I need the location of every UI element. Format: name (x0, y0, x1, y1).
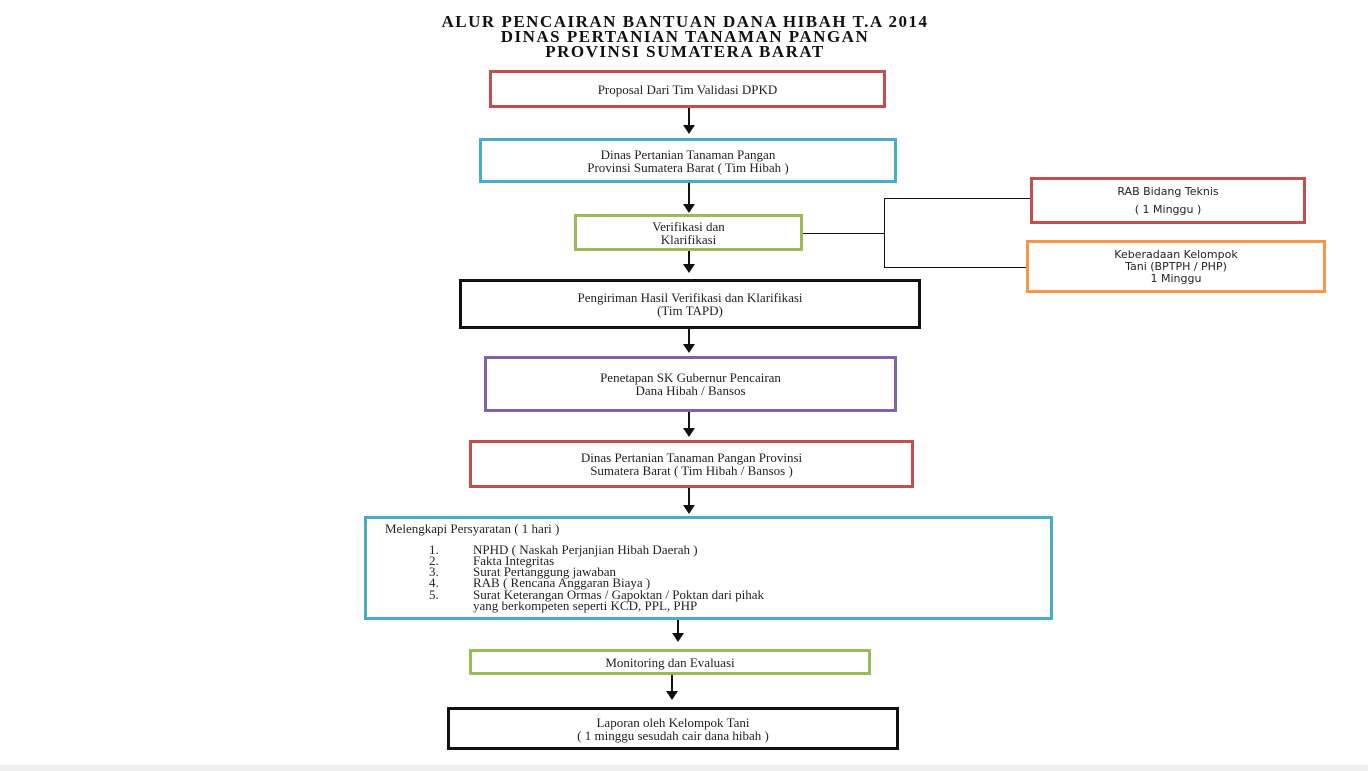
arrow-head (683, 204, 695, 213)
diagram-title-line-2: DINAS PERTANIAN TANAMAN PANGAN (500, 27, 870, 46)
requirement-item: 4. RAB ( Rencana Anggaran Biaya ) (429, 575, 651, 590)
arrow-head (683, 428, 695, 437)
arrow-head (683, 264, 695, 273)
step-label: ( 1 minggu sesudah cair dana hibah ) (577, 727, 769, 743)
step-label: Verifikasi dan (652, 218, 725, 234)
arrow-head (666, 691, 678, 700)
step-label: Monitoring dan Evaluasi (605, 654, 735, 670)
side-label: RAB Bidang Teknis (1117, 184, 1219, 198)
step-label: Proposal Dari Tim Validasi DPKD (597, 81, 778, 97)
step-penetapan-sk-box: Penetapan SK Gubernur Pencairan Dana Hib… (484, 356, 897, 412)
connector-line (803, 233, 885, 234)
side-rab-bidang-teknis-box: RAB Bidang Teknis ( 1 Minggu ) (1030, 177, 1306, 224)
arrow-shaft (688, 412, 690, 429)
step-dinas-tim-hibah-box: Dinas Pertanian Tanaman Pangan Provinsi … (479, 138, 897, 183)
arrow-shaft (677, 620, 679, 634)
step-dinas-tim-bansos-box: Dinas Pertanian Tanaman Pangan Provinsi … (469, 440, 914, 488)
arrow-shaft (688, 329, 690, 345)
bottom-edge-bar (0, 765, 1368, 771)
step-pengiriman-hasil-box: Pengiriman Hasil Verifikasi dan Klarifik… (459, 279, 921, 329)
step-label: Klarifikasi (660, 231, 717, 247)
requirement-text: Surat Pertanggung jawaban (473, 564, 616, 579)
connector-line (884, 267, 1027, 268)
arrow-shaft (688, 108, 690, 126)
requirement-text: NPHD ( Naskah Perjanjian Hibah Daerah ) (473, 542, 698, 557)
step-label: Sumatera Barat ( Tim Hibah / Bansos ) (590, 463, 793, 478)
requirement-text: Fakta Integritas (473, 553, 555, 568)
diagram-title-line-3: PROVINSI SUMATERA BARAT (545, 42, 825, 61)
step-label: Pengiriman Hasil Verifikasi dan Klarifik… (577, 290, 803, 305)
connector-bracket (884, 198, 885, 268)
step-label: Dinas Pertanian Tanaman Pangan Provinsi (580, 450, 803, 465)
arrow-head (672, 633, 684, 642)
diagram-title-line-1: ALUR PENCAIRAN BANTUAN DANA HIBAH T.A 20… (441, 12, 929, 31)
step-verifikasi-box: Verifikasi dan Klarifikasi (574, 214, 803, 251)
requirements-box: Melengkapi Persyaratan ( 1 hari ) 1. NPHD… (364, 516, 1053, 620)
requirement-number: 1. (429, 542, 439, 557)
step-label: Dinas Pertanian Tanaman Pangan (600, 146, 776, 162)
requirement-item: 1. NPHD ( Naskah Perjanjian Hibah Daerah … (429, 542, 698, 557)
arrow-shaft (688, 488, 690, 506)
requirements-heading: Melengkapi Persyaratan ( 1 hari ) (385, 521, 560, 536)
arrow-shaft (671, 675, 673, 692)
side-label: Keberadaan Kelompok (1114, 247, 1238, 261)
side-label: 1 Minggu (1150, 271, 1202, 285)
arrow-head (683, 344, 695, 353)
requirement-item: 5. Surat Keterangan Ormas / Gapoktan / Po… (429, 587, 764, 602)
step-label: Dana Hibah / Bansos (635, 383, 746, 398)
arrow-shaft (688, 251, 690, 265)
arrow-head (683, 505, 695, 514)
side-label: Tani (BPTPH / PHP) (1125, 259, 1227, 273)
arrow-shaft (688, 183, 690, 205)
step-label: (Tim TAPD) (657, 303, 723, 318)
requirement-item: 2. Fakta Integritas (429, 553, 555, 568)
step-label: Laporan oleh Kelompok Tani (596, 714, 750, 730)
step-label: Provinsi Sumatera Barat ( Tim Hibah ) (587, 159, 789, 175)
arrow-head (683, 125, 695, 134)
requirement-number: 5. (429, 587, 439, 602)
step-laporan-box: Laporan oleh Kelompok Tani ( 1 minggu se… (447, 707, 899, 750)
requirement-number: 4. (429, 575, 439, 590)
requirement-item: 3. Surat Pertanggung jawaban (429, 564, 616, 579)
connector-line (884, 198, 1031, 199)
requirement-text: RAB ( Rencana Anggaran Biaya ) (473, 575, 651, 590)
requirement-number: 2. (429, 553, 439, 568)
step-monitoring-box: Monitoring dan Evaluasi (469, 649, 871, 675)
step-proposal-box: Proposal Dari Tim Validasi DPKD (489, 70, 886, 108)
side-label: ( 1 Minggu ) (1134, 202, 1202, 216)
requirement-number: 3. (429, 564, 439, 579)
requirement-text: Surat Keterangan Ormas / Gapoktan / Pokt… (473, 587, 764, 602)
step-label: Penetapan SK Gubernur Pencairan (600, 370, 781, 385)
side-keberadaan-kelompok-box: Keberadaan Kelompok Tani (BPTPH / PHP) 1… (1026, 240, 1326, 293)
requirement-text-continued: yang berkompeten seperti KCD, PPL, PHP (473, 598, 698, 613)
